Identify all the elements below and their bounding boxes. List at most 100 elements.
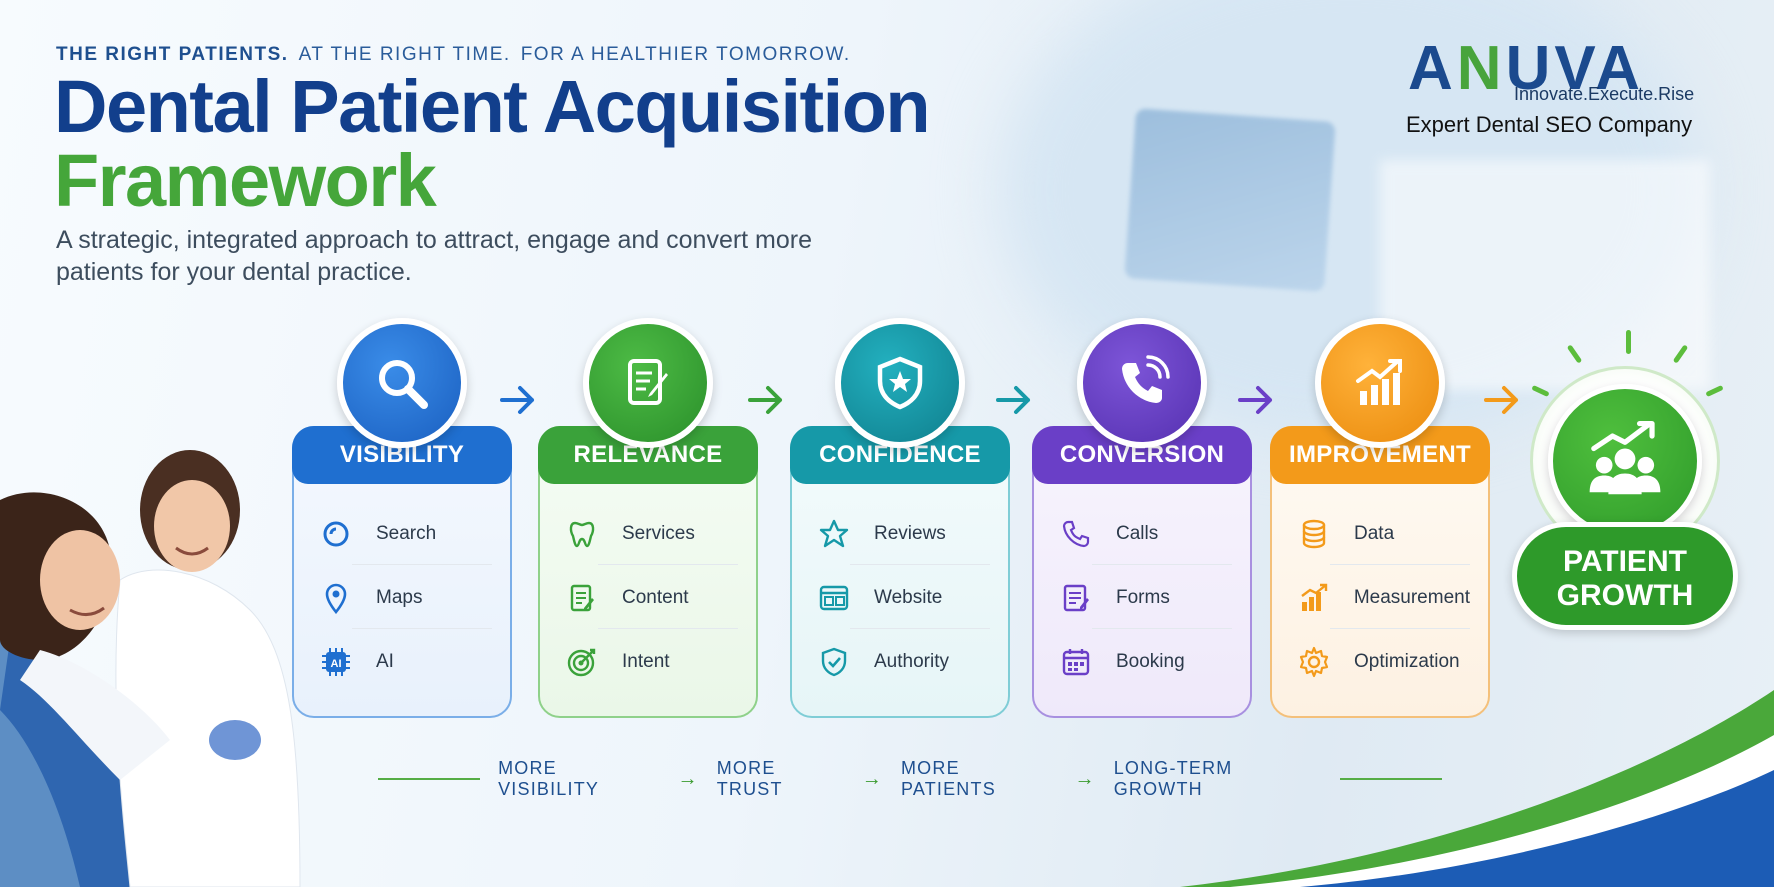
- divider: [850, 628, 990, 629]
- stage-card-confidence: CONFIDENCE Reviews Website Authority: [790, 318, 1010, 718]
- divider: [352, 564, 492, 565]
- stage-item-label: Calls: [1116, 523, 1159, 544]
- stage-item-label: Intent: [622, 651, 670, 672]
- stage-item: Authority: [816, 638, 990, 686]
- flow-step: MORE TRUST: [716, 758, 783, 799]
- stage-item-label: Measurement: [1353, 587, 1470, 608]
- stage-item: Optimization: [1296, 638, 1470, 686]
- flow-line-left: [378, 778, 481, 780]
- form-icon: [1058, 580, 1094, 616]
- gear-icon: [1296, 644, 1332, 680]
- stage-item: Booking: [1058, 638, 1232, 686]
- page-title: Dental Patient Acquisition: [54, 65, 931, 148]
- shield-check-icon: [816, 644, 852, 680]
- tooth-icon: [564, 516, 600, 552]
- outcome-flow: MORE VISIBILITY → MORE TRUST → MORE PATI…: [360, 758, 1460, 799]
- flow-arrow-icon: →: [1074, 767, 1096, 790]
- stage-item-label: Services: [622, 523, 695, 544]
- divider: [1092, 628, 1232, 629]
- stage-item: Reviews: [816, 510, 990, 558]
- database-icon: [1296, 516, 1332, 552]
- stage-item-label: Reviews: [874, 523, 946, 544]
- glow-ray: [1566, 344, 1583, 364]
- stage-item-label: Booking: [1116, 651, 1185, 672]
- flow-step: LONG-TERM GROWTH: [1113, 758, 1233, 799]
- logo-tagline: Expert Dental SEO Company: [1406, 112, 1693, 137]
- stage-item-label: Search: [376, 523, 437, 544]
- stage-item-label: Data: [1354, 523, 1395, 544]
- divider: [1092, 564, 1232, 565]
- tagline-part-2: AT THE RIGHT TIME.: [298, 44, 511, 65]
- tagline: THE RIGHT PATIENTS. AT THE RIGHT TIME. FOR…: [56, 44, 861, 66]
- flow-arrow: [1238, 386, 1272, 414]
- tagline-part-1: THE RIGHT PATIENTS.: [56, 44, 289, 65]
- stage-item: Data: [1296, 510, 1470, 558]
- company-logo: ANUVA Innovate.Execute.Rise Expert Denta…: [1400, 36, 1730, 146]
- divider: [1330, 628, 1470, 629]
- stage-item: Measurement: [1296, 574, 1470, 622]
- ai-chip-icon: AI: [318, 644, 354, 680]
- stage-item-label: Maps: [376, 587, 423, 608]
- logo-letter-n: N: [1456, 34, 1506, 103]
- stage-item-label: Authority: [874, 651, 949, 672]
- shield-star-icon: [835, 318, 965, 448]
- divider: [850, 564, 990, 565]
- flow-arrow-icon: →: [677, 767, 699, 790]
- search-ring-icon: [318, 516, 354, 552]
- glow-ray: [1672, 344, 1689, 364]
- page-subtitle: A strategic, integrated approach to attr…: [56, 226, 813, 286]
- divider: [598, 564, 738, 565]
- stage-card-improvement: IMPROVEMENT Data Measurement Optimizatio…: [1270, 318, 1490, 718]
- chart-icon: [1296, 580, 1332, 616]
- tagline-part-3: FOR A HEALTHIER TOMORROW.: [520, 44, 851, 65]
- glow-ray: [1705, 384, 1724, 398]
- phone-call-icon: [1077, 318, 1207, 448]
- svg-text:AI: AI: [331, 658, 342, 670]
- dentist-patient-illustration: [0, 450, 301, 887]
- background-monitor: [1124, 108, 1336, 292]
- stage-item: Services: [564, 510, 738, 558]
- flow-arrow: [500, 386, 534, 414]
- stage-item: Forms: [1058, 574, 1232, 622]
- document-edit-icon: [583, 318, 713, 448]
- patient-growth-badge: PATIENT GROWTH: [1512, 322, 1742, 642]
- logo-slogan: Innovate.Execute.Rise: [1514, 84, 1695, 104]
- flow-step: MORE PATIENTS: [900, 758, 996, 799]
- glow-ray: [1531, 384, 1550, 398]
- growth-line-2: GROWTH: [1556, 579, 1694, 612]
- bar-chart-up-icon: [1315, 318, 1445, 448]
- map-pin-icon: [318, 580, 354, 616]
- growth-line-1: PATIENT: [1563, 545, 1687, 578]
- star-icon: [816, 516, 852, 552]
- divider: [598, 628, 738, 629]
- group-growth-icon: [1548, 384, 1702, 538]
- stage-item-label: Optimization: [1354, 651, 1460, 672]
- content-doc-icon: [564, 580, 600, 616]
- phone-icon: [1058, 516, 1094, 552]
- stage-title: CONFIDENCE: [790, 426, 1010, 484]
- search-icon: [337, 318, 467, 448]
- flow-arrow: [1484, 386, 1518, 414]
- glow-ray: [1626, 330, 1631, 354]
- logo-letters-rest: UVA: [1505, 34, 1644, 103]
- stage-card-conversion: CONVERSION Calls Forms Booking: [1032, 318, 1252, 718]
- flow-arrow-icon: →: [861, 767, 883, 790]
- stage-item: AI AI: [318, 638, 492, 686]
- divider: [352, 628, 492, 629]
- stage-item: Maps: [318, 574, 492, 622]
- stage-item: Intent: [564, 638, 738, 686]
- flow-line-right: [1339, 778, 1442, 780]
- flow-step: MORE VISIBILITY: [498, 758, 600, 799]
- target-icon: [564, 644, 600, 680]
- logo-wordmark: ANUVA: [1408, 36, 1644, 102]
- browser-icon: [816, 580, 852, 616]
- stage-item: Search: [318, 510, 492, 558]
- page-title-line-2: Framework: [54, 139, 437, 222]
- stage-card-visibility: VISIBILITY Search Maps AI AI: [292, 318, 512, 718]
- flow-arrow: [996, 386, 1030, 414]
- stage-item-label: Content: [622, 587, 689, 608]
- flow-arrow: [748, 386, 782, 414]
- stage-item-label: Forms: [1116, 587, 1170, 608]
- patient-growth-label: PATIENT GROWTH: [1512, 522, 1738, 630]
- logo-letter-a: A: [1408, 34, 1457, 103]
